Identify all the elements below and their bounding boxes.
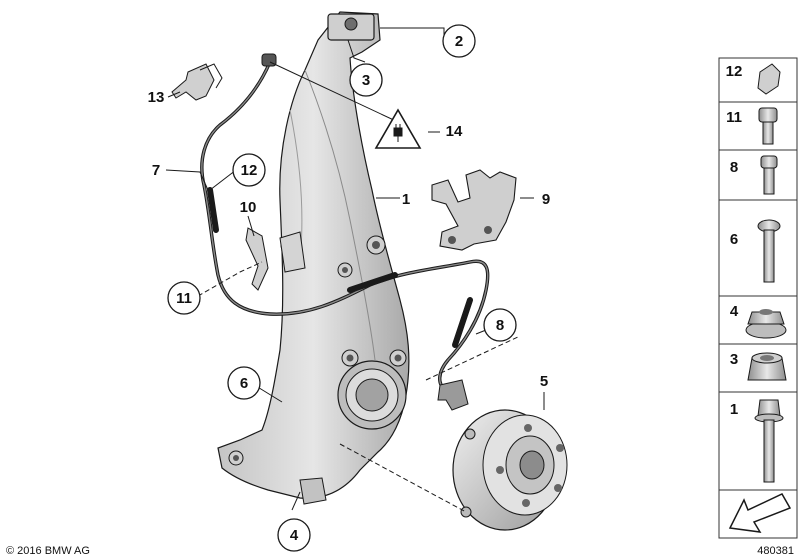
- legend-label-4: 4: [730, 303, 739, 320]
- callout-label-2: 2: [455, 33, 463, 50]
- parts-legend: 12 11 8 6 4 3: [718, 57, 798, 539]
- callout-label-10: 10: [240, 199, 257, 216]
- callout-label-14: 14: [446, 123, 463, 140]
- callout-8: 8: [483, 308, 517, 342]
- legend-screw-icon-8: [760, 155, 778, 195]
- copyright-text: © 2016 BMW AG: [6, 545, 90, 557]
- wheel-hub: [452, 409, 568, 531]
- clip: [171, 63, 223, 101]
- callout-1: 1: [402, 191, 410, 208]
- legend-label-1: 11: [726, 109, 742, 126]
- legend-label-2: 8: [730, 159, 738, 176]
- steering-knuckle: [217, 11, 410, 505]
- callout-3: 3: [349, 63, 383, 97]
- callout-label-6: 6: [240, 375, 248, 392]
- callout-14: 14: [446, 123, 463, 140]
- bracket: [431, 169, 517, 251]
- legend-clip-icon: [757, 63, 781, 95]
- callout-6: 6: [227, 366, 261, 400]
- legend-label-0: 12: [726, 63, 743, 80]
- callout-label-9: 9: [542, 191, 550, 208]
- callout-label-5: 5: [540, 373, 548, 390]
- legend-flange-bolt-icon: [754, 399, 784, 483]
- holder: [245, 227, 269, 291]
- callout-label-3: 3: [362, 72, 370, 89]
- callout-label-12: 12: [241, 162, 258, 179]
- callout-10: 10: [240, 199, 257, 216]
- wheel-speed-sensor-cable: [200, 53, 490, 411]
- callout-4: 4: [277, 518, 311, 552]
- callout-7: 7: [152, 162, 160, 179]
- legend-label-3: 6: [730, 231, 738, 248]
- callout-11: 11: [167, 281, 201, 315]
- callout-label-4: 4: [290, 527, 299, 544]
- callout-2: 2: [442, 24, 476, 58]
- callout-13: 13: [148, 89, 165, 106]
- callout-9: 9: [542, 191, 550, 208]
- diagram-number: 480381: [757, 545, 794, 557]
- legend-flange-nut-icon: [745, 309, 787, 339]
- electrical-warning-icon: [374, 108, 422, 149]
- legend-screw-icon-11: [758, 107, 778, 145]
- callout-label-13: 13: [148, 89, 165, 106]
- callout-12: 12: [232, 153, 266, 187]
- legend-label-6: 1: [730, 401, 738, 418]
- callout-label-8: 8: [496, 317, 504, 334]
- callout-label-11: 11: [176, 290, 192, 307]
- callout-5: 5: [540, 373, 548, 390]
- direction-arrow-icon: [728, 493, 792, 533]
- legend-screw-icon-6: [757, 219, 781, 283]
- legend-label-5: 3: [730, 351, 738, 368]
- legend-hex-nut-icon: [747, 352, 787, 381]
- callout-label-7: 7: [152, 162, 160, 179]
- callout-label-1: 1: [402, 191, 410, 208]
